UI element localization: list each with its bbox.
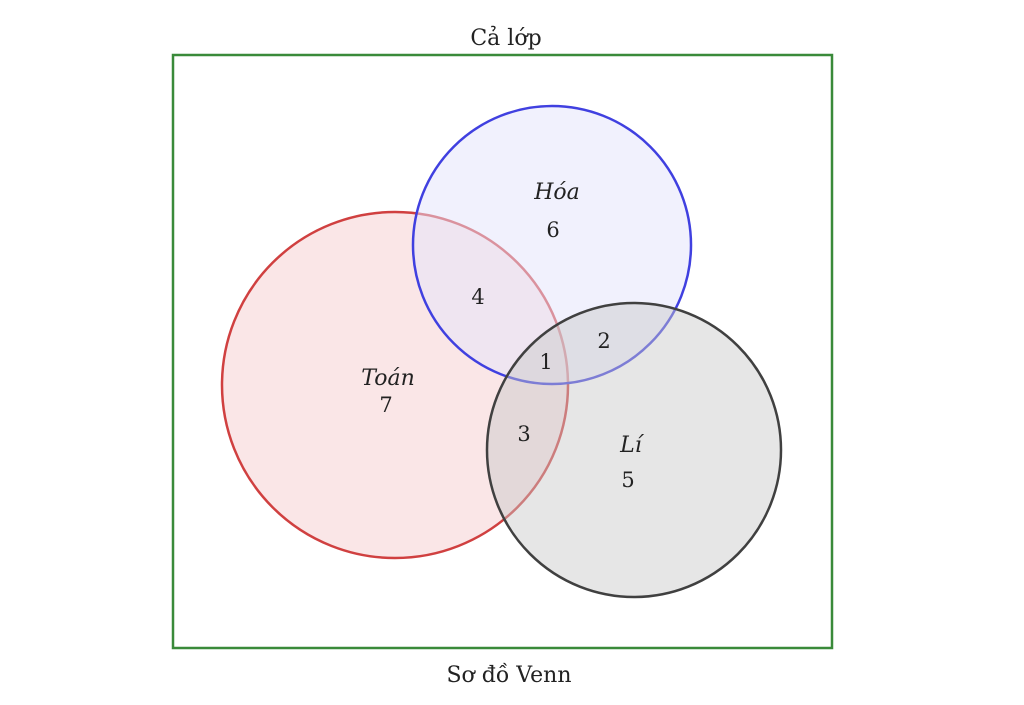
universe-frame <box>171 53 834 650</box>
all-three-count: 1 <box>539 350 552 374</box>
toan-li-count: 3 <box>517 422 530 446</box>
toan-set-label: Toán <box>361 366 415 391</box>
hoa-set-label: Hóa <box>533 180 580 205</box>
diagram-caption: Sơ đồ Venn <box>446 662 571 688</box>
li-circle <box>485 301 783 599</box>
hoa-only-count: 6 <box>546 218 559 242</box>
hoa-circle <box>411 104 693 386</box>
universe-label: Cả lớp <box>470 25 541 51</box>
hoa-li-count: 2 <box>597 329 610 353</box>
li-set-label: Lí <box>619 433 645 458</box>
toan-hoa-count: 4 <box>471 285 484 309</box>
toan-only-count: 7 <box>379 393 392 417</box>
li-only-count: 5 <box>621 468 634 492</box>
